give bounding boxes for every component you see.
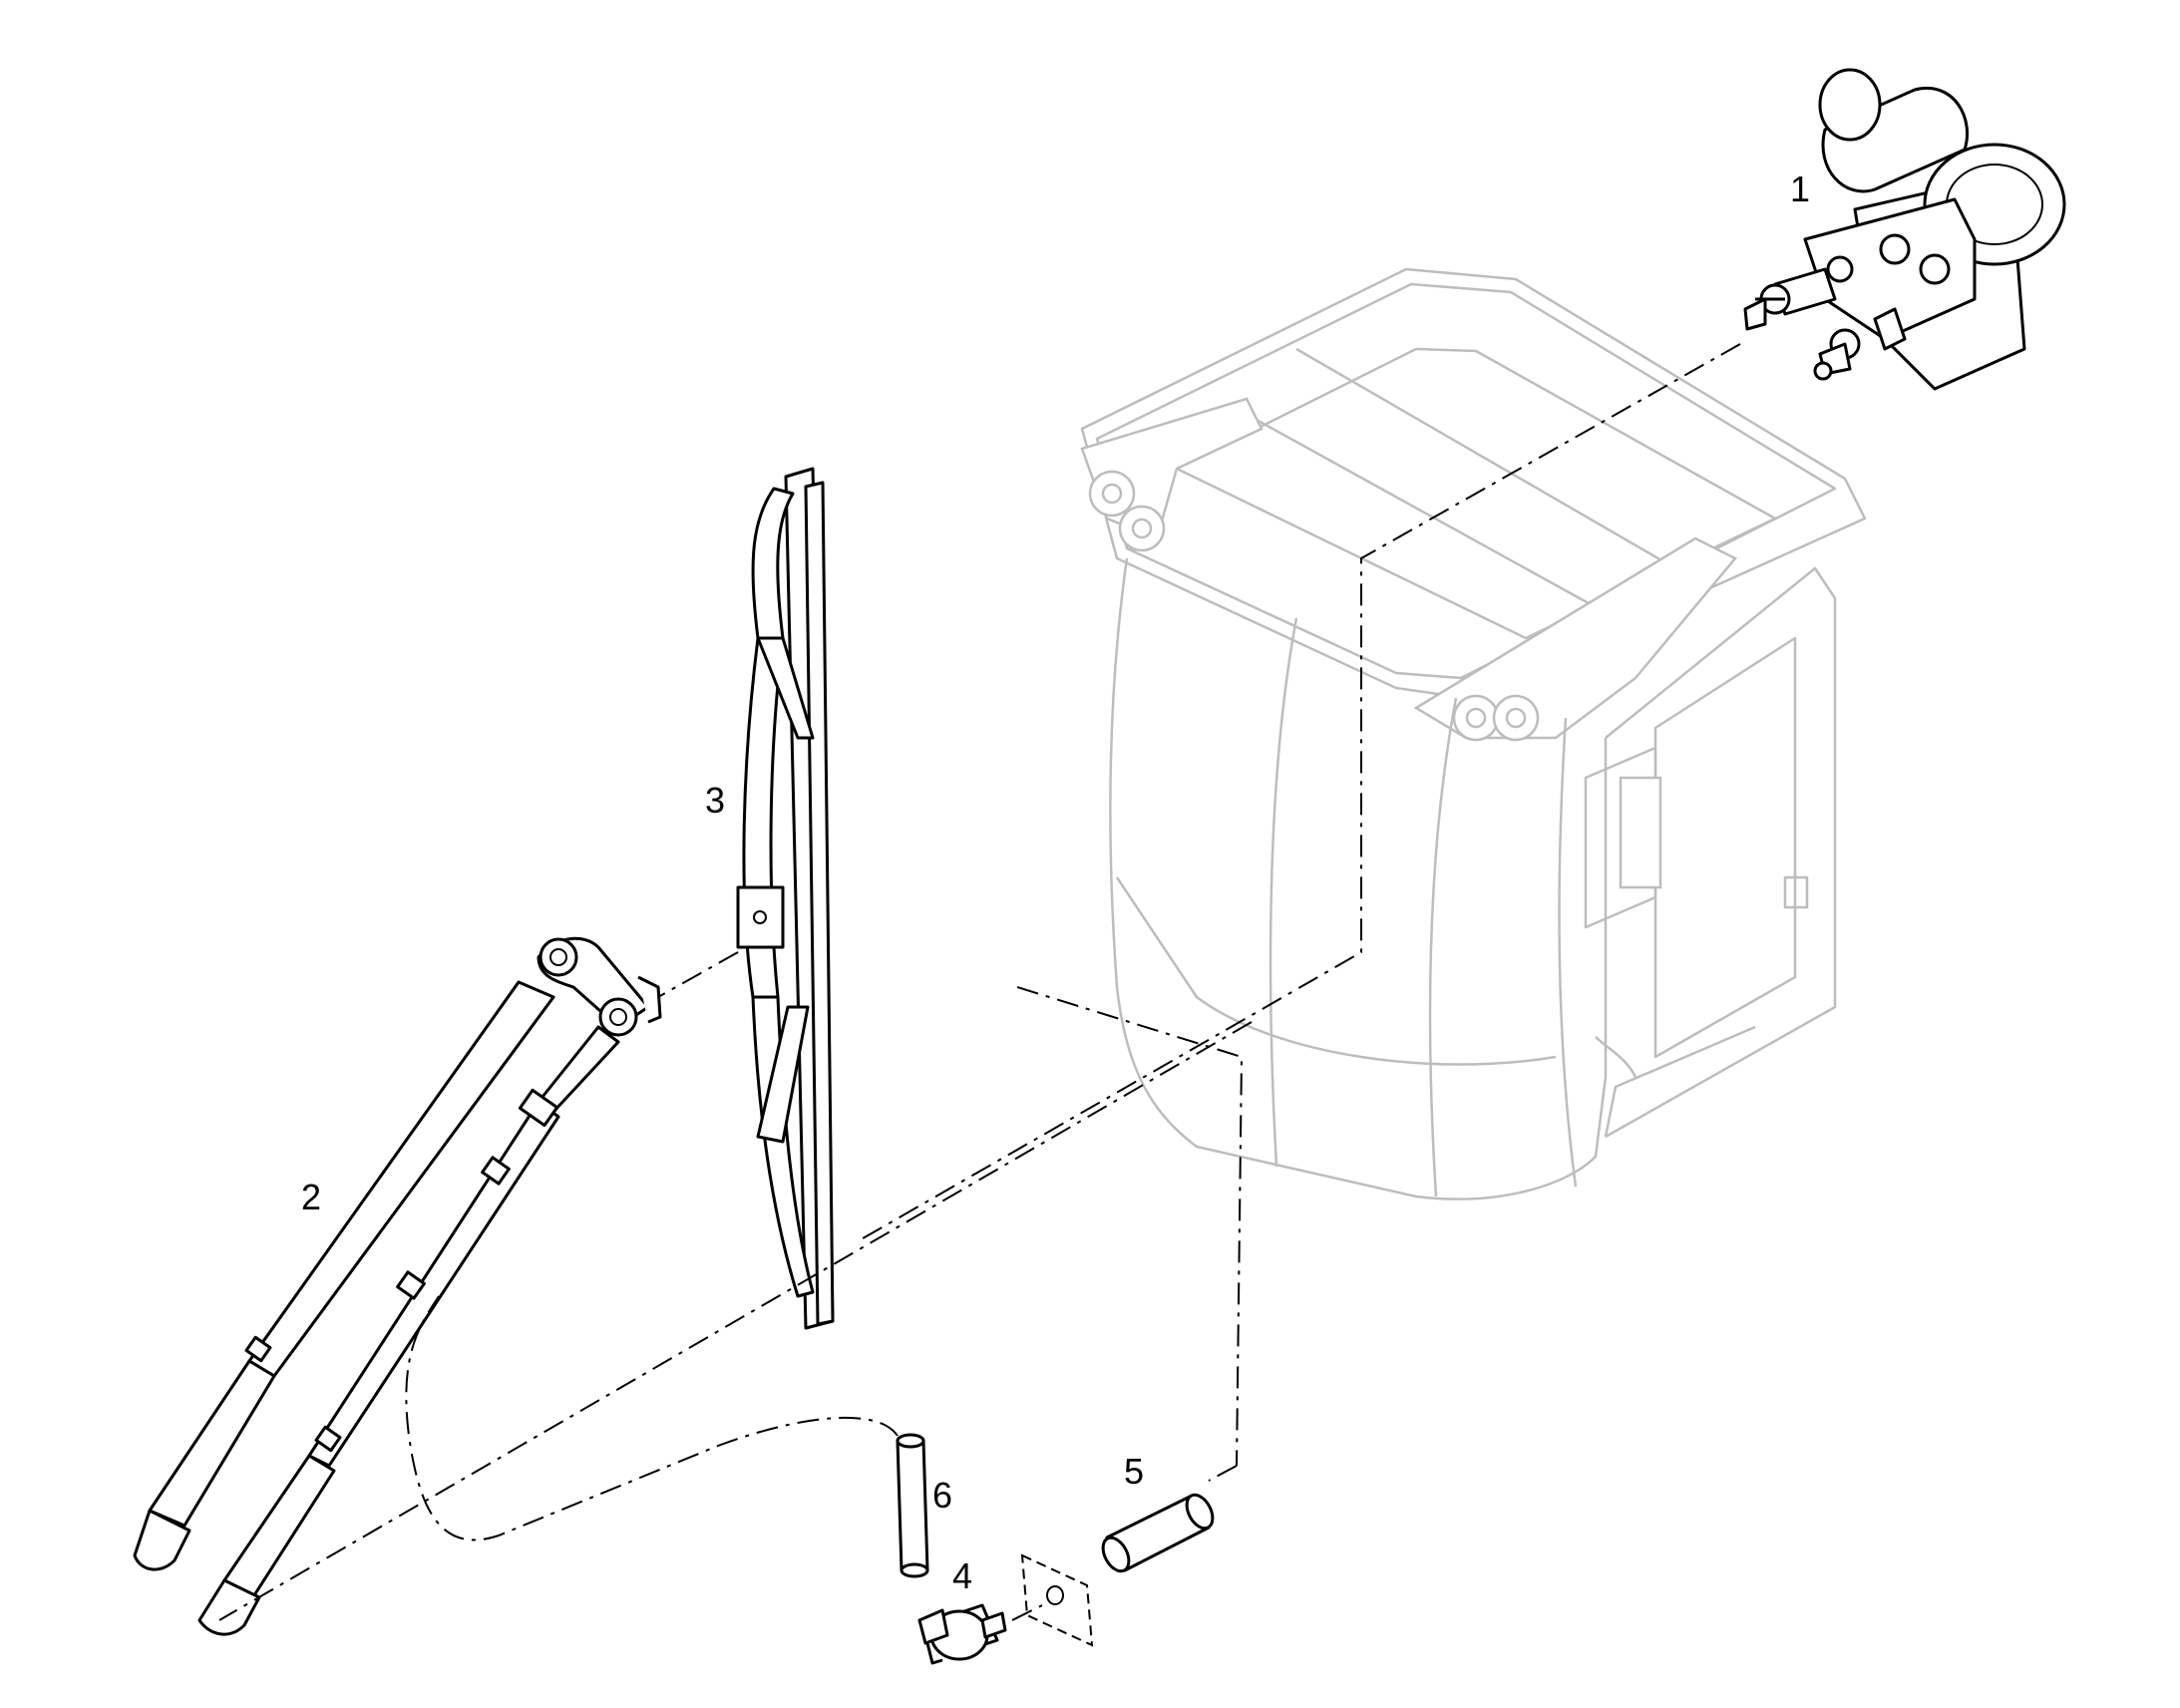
hose-6: [896, 1433, 929, 1578]
hose-5: [1101, 1493, 1215, 1573]
wiper-blade: [736, 467, 835, 1330]
callout-1: 1: [1790, 169, 1810, 209]
washer-pump: [917, 1603, 1007, 1665]
callout-6: 6: [932, 1475, 952, 1516]
cab-outline: [1080, 267, 1867, 1200]
grommet-plate: [1020, 1553, 1094, 1647]
callout-3: 3: [705, 780, 725, 821]
callout-4: 4: [952, 1555, 972, 1596]
callout-2: 2: [301, 1177, 321, 1217]
leader-lines: [218, 343, 1741, 1621]
wiper-arm: [133, 936, 662, 1636]
callout-5: 5: [1124, 1451, 1144, 1492]
wiper-motor: [1743, 68, 2066, 391]
